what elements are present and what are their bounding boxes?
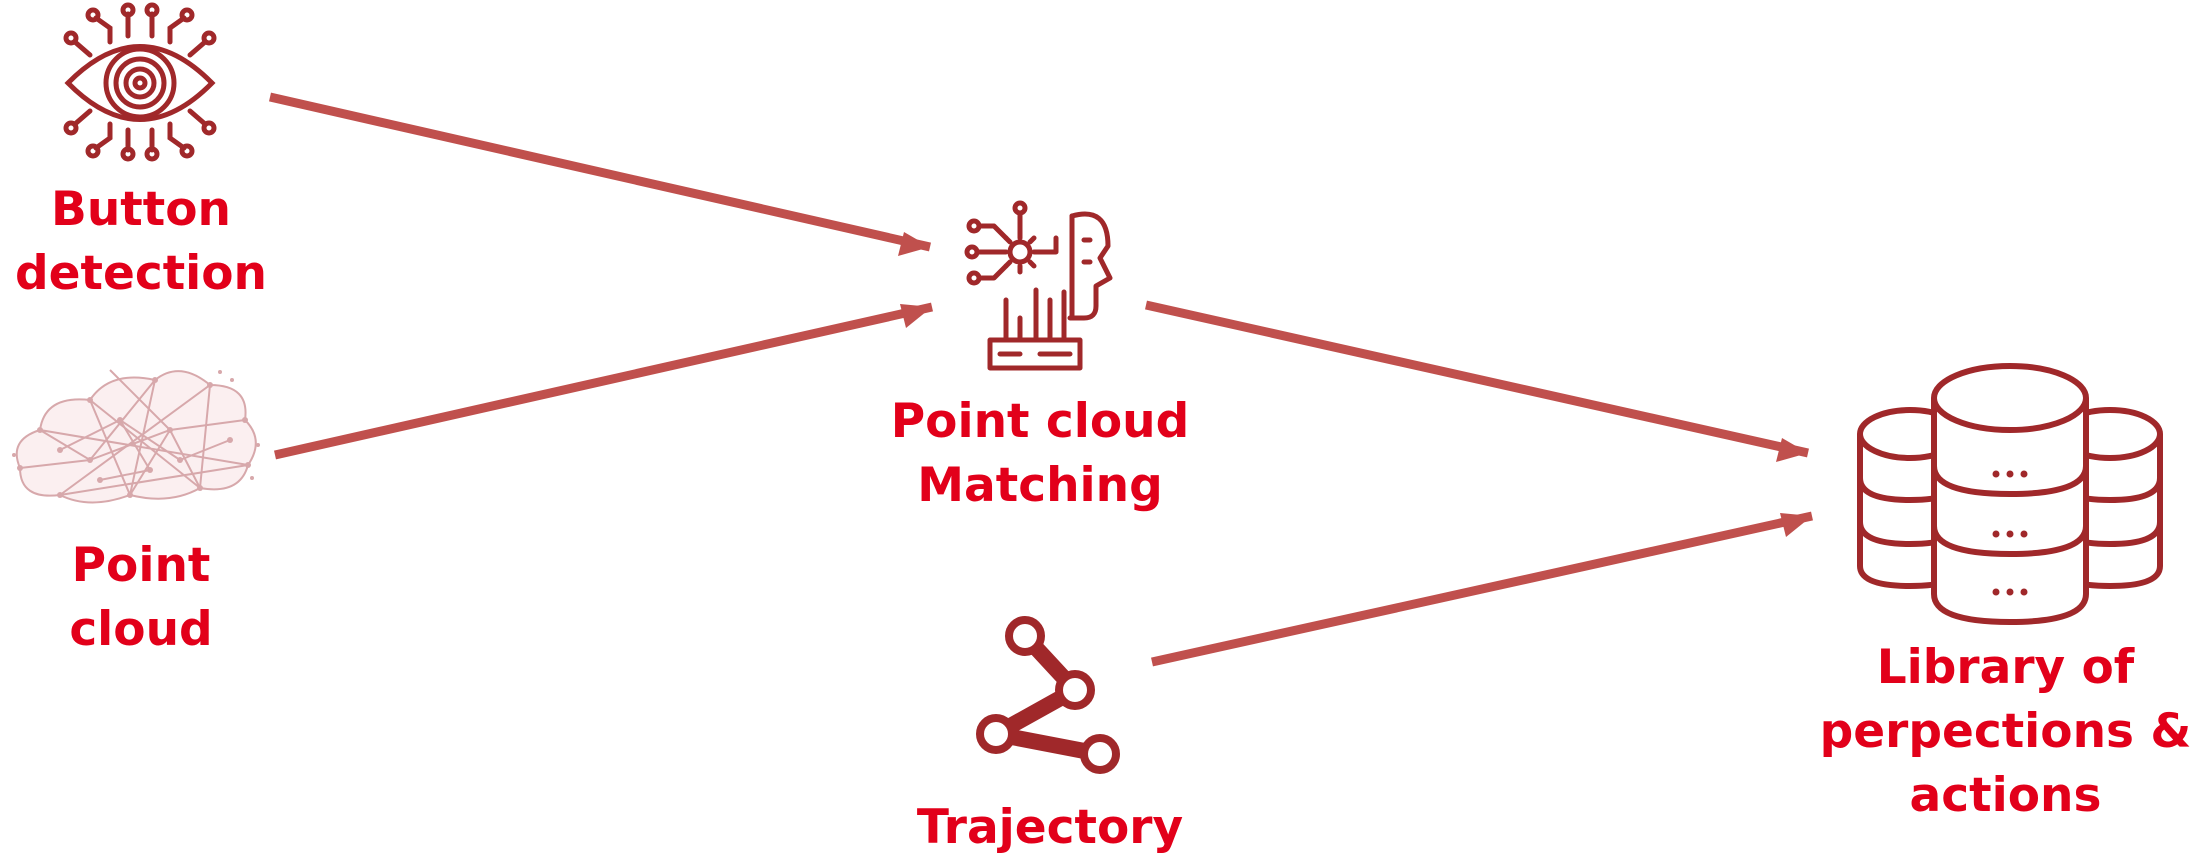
- library-label: Library of perpections & actions: [1800, 636, 2211, 828]
- point-cloud-label: Point cloud: [0, 534, 282, 662]
- arrowhead-point-cloud-to-matching: [900, 304, 932, 328]
- point-cloud-matching-label: Point cloud Matching: [880, 390, 1200, 518]
- point-cloud-matching-label-line-1: Point cloud: [890, 394, 1190, 449]
- edges: [269, 92, 1813, 667]
- button-detection-label: Button detection: [0, 178, 282, 306]
- point-cloud-label-line-1: Point: [71, 538, 211, 593]
- edge-button-detection-to-matching: [269, 92, 931, 252]
- point-cloud-matching-label-line-2: Matching: [917, 458, 1163, 513]
- trajectory-label-line-1: Trajectory: [916, 800, 1184, 855]
- point-cloud-icon: [12, 369, 260, 504]
- arrowhead-trajectory-to-library: [1780, 513, 1812, 537]
- button-detection-label-line-2: detection: [14, 246, 268, 301]
- edge-matching-to-library: [1145, 300, 1809, 458]
- ai-head-gear-icon: [964, 200, 1113, 371]
- library-label-line-3: actions: [1909, 768, 2102, 823]
- trajectory-label: Trajectory: [880, 796, 1220, 860]
- edge-point-cloud-to-matching: [274, 302, 933, 460]
- ai-eye-icon: [63, 2, 217, 162]
- trajectory-icon: [976, 616, 1120, 774]
- button-detection-label-line-1: Button: [51, 182, 231, 237]
- arrowhead-button-detection-to-matching: [898, 232, 930, 256]
- database-icon: [1857, 363, 2163, 626]
- arrowhead-matching-to-library: [1776, 438, 1808, 462]
- edge-trajectory-to-library: [1151, 511, 1813, 667]
- library-label-line-1: Library of: [1876, 640, 2135, 695]
- library-label-line-2: perpections &: [1819, 704, 2192, 759]
- point-cloud-label-line-2: cloud: [69, 602, 213, 657]
